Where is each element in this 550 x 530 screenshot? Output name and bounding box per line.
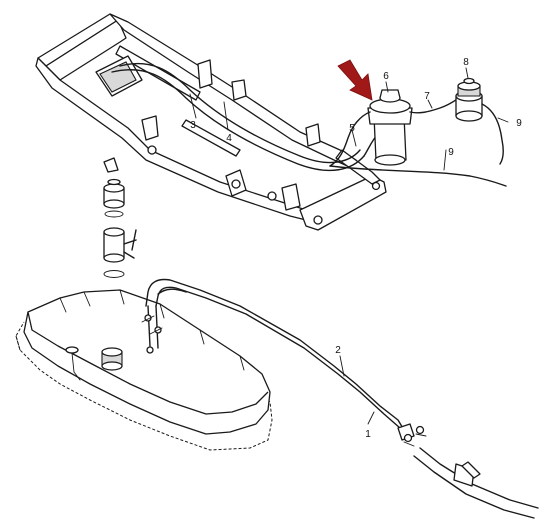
rear-line-clip <box>413 447 539 519</box>
callout-5: 5 <box>349 123 355 134</box>
callout-9-lower: 9 <box>448 147 454 158</box>
callout-8: 8 <box>463 57 469 68</box>
callout-9-upper: 9 <box>516 118 522 129</box>
fuel-tank <box>15 289 273 451</box>
highlight-arrow <box>337 59 373 101</box>
return-line-9 <box>329 165 507 187</box>
callout-6: 6 <box>383 71 389 82</box>
callout-4: 4 <box>226 133 232 144</box>
callout-2: 2 <box>335 345 341 356</box>
tank-fittings <box>141 305 163 354</box>
fuel-lines-1-2 <box>145 278 427 447</box>
callout-labels: 1 2 3 4 5 6 7 8 9 9 <box>190 57 522 440</box>
leader-lines <box>189 67 509 425</box>
filler-neck-parts <box>103 157 137 278</box>
chassis-frame <box>35 13 387 231</box>
callout-7: 7 <box>424 91 430 102</box>
callout-1: 1 <box>365 429 371 440</box>
callout-3: 3 <box>190 120 196 131</box>
fuel-pump-canister <box>455 77 505 165</box>
fuel-filter-assembly <box>329 89 463 167</box>
